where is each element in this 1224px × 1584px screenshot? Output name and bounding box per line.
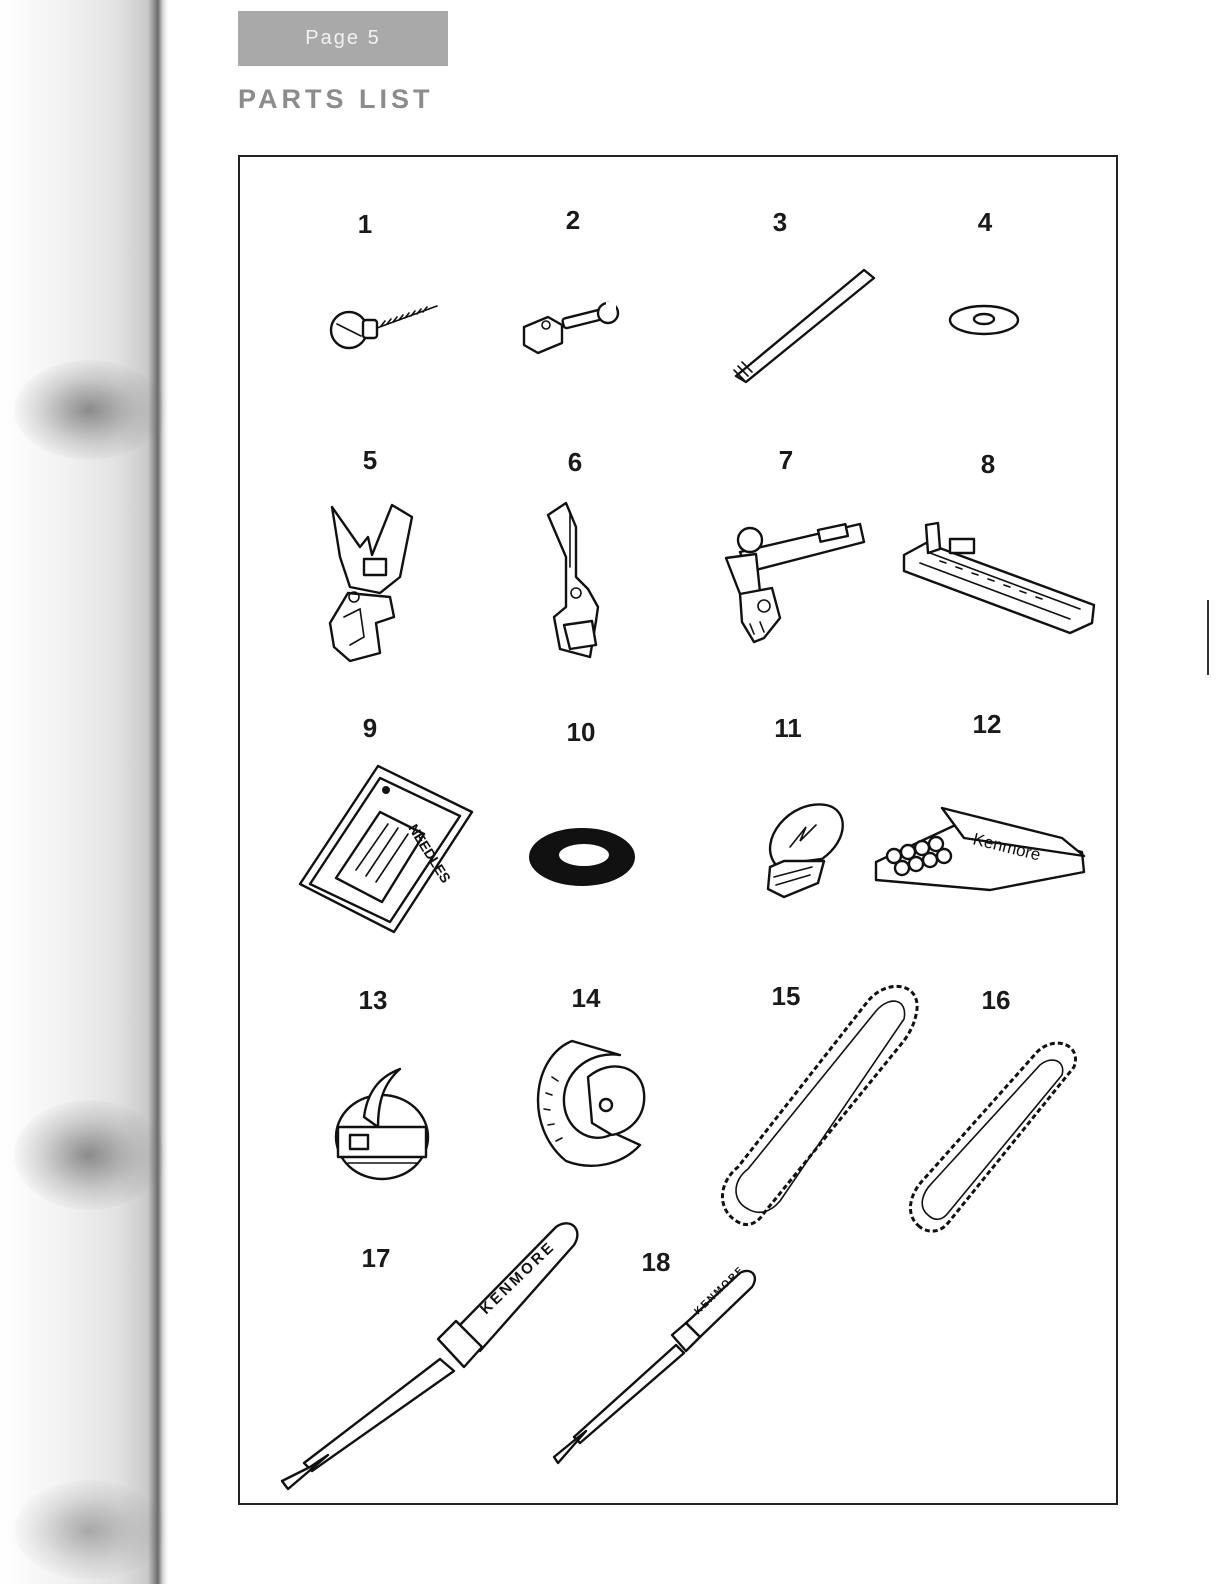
- rubber-ring-icon: [528, 827, 638, 887]
- presser-foot-icon: [320, 497, 430, 667]
- part-number-8: 8: [981, 449, 995, 480]
- parts-frame: 1 2 3 4 5 6 7 8: [238, 155, 1118, 1505]
- part-number-13: 13: [359, 985, 388, 1016]
- part-number-7: 7: [779, 445, 793, 476]
- presser-foot-icon: [720, 512, 870, 647]
- buttonhole-foot-icon: [900, 519, 1100, 639]
- spool-pin-icon: [728, 262, 878, 382]
- scan-smudge: [14, 1480, 164, 1580]
- screwdriver-icon: KENMORE: [280, 1219, 580, 1494]
- light-bulb-icon: [750, 797, 850, 902]
- needle-pack-icon: NEEDLES: [296, 762, 476, 937]
- part-number-5: 5: [363, 445, 377, 476]
- scan-mark: [1207, 600, 1209, 675]
- screwdriver-icon: KENMORE: [550, 1267, 755, 1467]
- bobbin-box-icon: Kenmore: [872, 792, 1097, 892]
- part-number-2: 2: [566, 205, 580, 236]
- belt-icon: [718, 977, 923, 1232]
- part-number-3: 3: [773, 207, 787, 238]
- part-number-12: 12: [973, 709, 1002, 740]
- scan-smudge: [14, 1100, 164, 1210]
- scan-smudge: [14, 360, 164, 460]
- page-label: Page 5: [238, 11, 448, 66]
- belt-icon: [906, 1037, 1081, 1237]
- hook-icon: [532, 1037, 652, 1172]
- presser-foot-icon: [540, 497, 630, 667]
- bobbin-case-icon: [328, 1067, 433, 1187]
- part-number-11: 11: [774, 713, 802, 744]
- part-number-16: 16: [982, 985, 1011, 1016]
- part-number-10: 10: [567, 717, 596, 748]
- part-number-9: 9: [363, 713, 377, 744]
- part-number-4: 4: [978, 207, 992, 238]
- thumb-screw-icon: [325, 292, 445, 352]
- part-number-14: 14: [572, 983, 601, 1014]
- part-number-1: 1: [358, 209, 372, 240]
- page-title: PARTS LIST: [238, 84, 434, 115]
- needle-clamp-icon: [520, 297, 630, 357]
- felt-washer-icon: [946, 300, 1026, 340]
- part-number-6: 6: [568, 447, 582, 478]
- scan-edge-shadow: [0, 0, 168, 1584]
